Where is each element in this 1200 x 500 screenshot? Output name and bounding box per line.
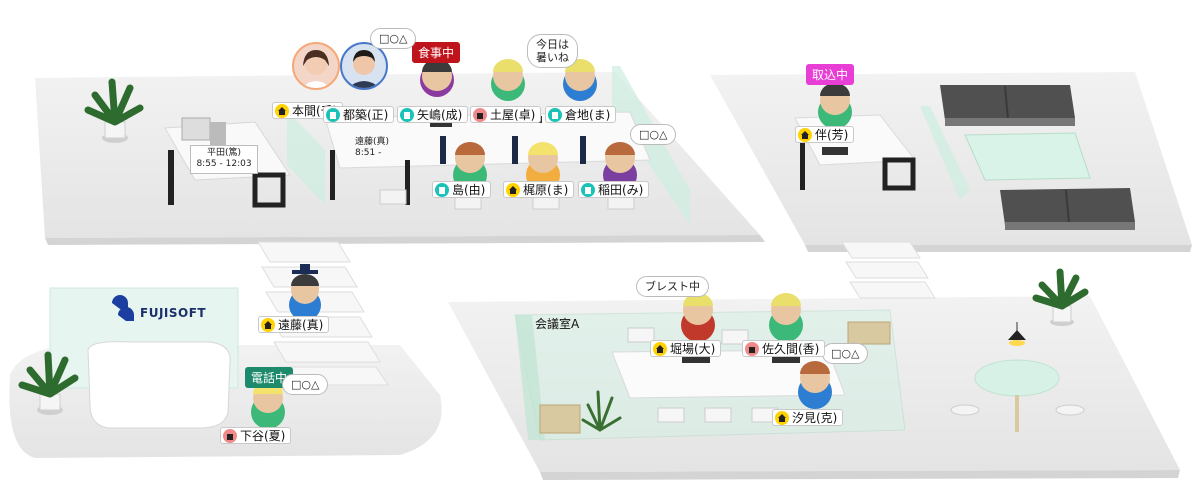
home-icon [506, 182, 520, 197]
speech-bubble-5: □○△ [822, 343, 869, 365]
name-label-kajiwara[interactable]: 梶原(ま) [503, 181, 575, 198]
building-icon [581, 182, 595, 197]
person-name: 土屋(卓) [490, 108, 536, 122]
building-icon [435, 182, 449, 197]
person-name: 矢嶋(成) [417, 108, 463, 122]
speech-bubble-4: ブレスト中 [636, 276, 709, 298]
person-name: 遠藤(真) [278, 318, 324, 332]
name-label-shiomi[interactable]: 汐見(克) [772, 409, 844, 426]
name-label-tsuzuki[interactable]: 都築(正) [323, 106, 395, 123]
plant-top-left [84, 78, 144, 143]
speech-bubble-1: □○△ [370, 28, 417, 50]
head-kurachi [563, 59, 597, 101]
head-endo [289, 264, 321, 321]
person-name: 伴(芳) [815, 128, 849, 142]
avatar-photo-tsuzuki[interactable] [340, 42, 388, 90]
home-icon [798, 127, 812, 142]
home-icon [775, 410, 789, 425]
home-icon [261, 317, 275, 332]
head-horiba [681, 293, 715, 342]
speech-bubble-2: 今日は 暑いね [527, 34, 578, 69]
status-tag-eating: 食事中 [412, 42, 461, 63]
speech-bubble-3: □○△ [630, 124, 677, 146]
head-tsuchiya [491, 59, 525, 101]
name-label-tsuchiya[interactable]: 土屋(卓) [470, 106, 542, 123]
cafe-table [950, 322, 1085, 432]
status-tag-busy: 取込中 [806, 64, 855, 85]
person-name: 都築(正) [343, 108, 389, 122]
brand-logo-text: FUJISOFT [140, 306, 207, 320]
desk-sign-hirata: 平田(篤)8:55 - 12:03 [190, 145, 258, 174]
cabinet-left [539, 404, 581, 434]
plant-meeting [581, 390, 622, 432]
home-icon [653, 341, 667, 356]
person-name: 稲田(み) [598, 183, 644, 197]
name-label-kurachi[interactable]: 倉地(ま) [545, 106, 617, 123]
person-name: 汐見(克) [792, 411, 838, 425]
sofa-bottom [1000, 188, 1135, 230]
bag-icon [745, 341, 759, 356]
name-label-endo[interactable]: 遠藤(真) [258, 316, 330, 333]
reception [49, 287, 239, 429]
staircase-right [841, 241, 936, 299]
building-icon [548, 107, 562, 122]
plant-reception [18, 351, 79, 415]
avatar-photo-honma[interactable] [292, 42, 340, 90]
long-desk-top [324, 111, 651, 210]
head-sakuma [769, 293, 803, 342]
speech-bubble-6: □○△ [282, 374, 329, 396]
glass-table [964, 132, 1091, 181]
name-label-horiba[interactable]: 堀場(大) [650, 340, 722, 357]
sofa-top [940, 85, 1075, 126]
person-name: 倉地(ま) [565, 108, 611, 122]
bag-icon [473, 107, 487, 122]
plant-bottom-right [1032, 268, 1089, 326]
meeting-room-label: 会議室A [535, 317, 580, 331]
name-label-yajima[interactable]: 矢嶋(成) [397, 106, 469, 123]
cabinet-right [847, 321, 891, 345]
head-shimotani [251, 381, 285, 429]
person-name: 島(由) [452, 183, 486, 197]
person-name: 下谷(夏) [240, 429, 286, 443]
name-label-inada[interactable]: 稲田(み) [578, 181, 650, 198]
head-ban [818, 83, 852, 129]
desk-sign-endo: 遠藤(真)8:51 - [355, 137, 390, 159]
head-yajima [420, 59, 454, 97]
name-label-sakuma[interactable]: 佐久間(香) [742, 340, 826, 357]
person-name: 堀場(大) [670, 342, 716, 356]
name-label-shimotani[interactable]: 下谷(夏) [220, 427, 292, 444]
building-icon [326, 107, 340, 122]
home-icon [275, 103, 289, 118]
head-shiomi [798, 361, 832, 409]
status-tag-on-phone: 電話中 [245, 367, 294, 388]
person-name: 佐久間(香) [762, 342, 820, 356]
bag-icon [223, 428, 237, 443]
building-icon [400, 107, 414, 122]
name-label-shima[interactable]: 島(由) [432, 181, 492, 198]
name-label-ban[interactable]: 伴(芳) [795, 126, 855, 143]
person-name: 梶原(ま) [523, 183, 569, 197]
